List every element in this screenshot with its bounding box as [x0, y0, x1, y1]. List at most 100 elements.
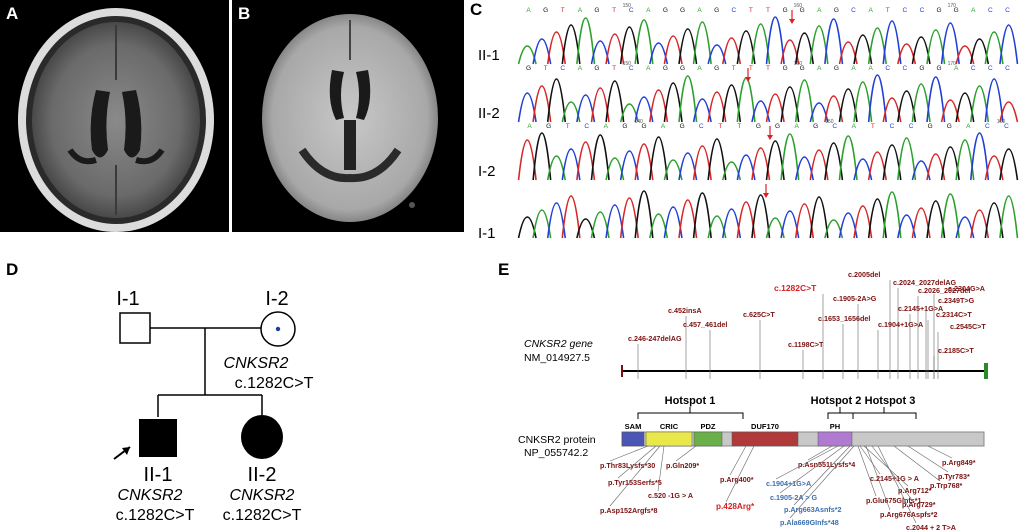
base-call: C: [902, 65, 907, 72]
trace-peak: [605, 80, 625, 123]
base-call: G: [680, 123, 685, 130]
base-call: G: [680, 7, 685, 14]
gene-variant-label: c.457_461del: [683, 320, 727, 329]
base-call: G: [928, 123, 933, 130]
trace-peak: [707, 138, 727, 181]
base-call: G: [783, 7, 788, 14]
position-tick: 150: [825, 119, 834, 125]
base-call: G: [800, 65, 805, 72]
protein-domain-label: CRIC: [660, 422, 679, 431]
mutation-arrow-icon: [763, 193, 769, 198]
pedigree-gene-ii2: CNKSR2: [230, 487, 295, 504]
gene-variant-label: c.1905-2A>G: [833, 294, 877, 303]
base-call: C: [1004, 123, 1009, 130]
protein-variant-leader: [729, 445, 747, 476]
protein-domain: [817, 431, 853, 447]
base-call: G: [775, 123, 780, 130]
base-call: G: [937, 7, 942, 14]
base-call: A: [851, 65, 856, 72]
base-call: T: [566, 123, 570, 130]
trace-peak: [984, 78, 1004, 123]
pedigree-variant-ii1: c.1282C>T: [116, 507, 195, 524]
gene-variant-label: c.2349T>G: [938, 296, 975, 305]
gene-variant-label: c.2145+1G>A: [898, 304, 943, 313]
protein-track-accession: NP_055742.2: [524, 447, 588, 459]
base-call: C: [629, 7, 634, 14]
trace-peak: [634, 190, 654, 239]
base-call: A: [852, 123, 857, 130]
base-call: C: [699, 123, 704, 130]
chromatogram-row: I-1: [478, 184, 1019, 242]
position-tick: 160: [794, 61, 803, 67]
protein-domain-label: PH: [830, 422, 840, 431]
trace-peak: [765, 16, 785, 65]
protein-variant-label: p.Arg729*: [902, 500, 936, 509]
mri-image-a: [0, 0, 229, 232]
protein-variant-leader: [789, 445, 855, 519]
position-tick: 150: [623, 3, 632, 9]
base-call: G: [543, 7, 548, 14]
base-call: C: [832, 123, 837, 130]
hotspot-3-label: Hotspot 3: [865, 395, 916, 407]
base-call: C: [731, 7, 736, 14]
gene-variant-label: c.625C>T: [743, 310, 775, 319]
trace-peak: [576, 17, 596, 65]
pedigree-label-ii1: II-1: [144, 464, 173, 486]
protein-variant-label: c.2044 + 2 T>A: [906, 523, 956, 532]
pedigree-gene-ii1: CNKSR2: [118, 487, 183, 504]
pedigree-label-i2: I-2: [265, 288, 288, 310]
base-call: C: [890, 123, 895, 130]
gene-variant-label: c.452insA: [668, 306, 702, 315]
trace-peak: [794, 79, 815, 123]
protein-variant-leader: [609, 445, 649, 462]
trace-peak: [969, 132, 990, 181]
protein-variant-label: c.1904+1G>A: [766, 479, 811, 488]
gene-variant-label: c.2314C>T: [936, 310, 972, 319]
chromatogram-sample-label: II-1: [478, 47, 500, 64]
trace-peak: [634, 19, 654, 65]
variant-track-diagram: CNKSR2 gene NM_014927.5 c.246-247delAGc.…: [518, 270, 988, 532]
base-call: G: [834, 65, 839, 72]
base-call: G: [663, 65, 668, 72]
base-call: G: [663, 7, 668, 14]
pedigree-label-ii2: II-2: [248, 464, 277, 486]
gene-variant-label: c.2185C>T: [938, 346, 974, 355]
pedigree-variant-ii2: c.1282C>T: [223, 507, 302, 524]
base-call: A: [646, 7, 651, 14]
base-call: G: [622, 123, 627, 130]
hotspot-2-label: Hotspot 2: [811, 395, 862, 407]
base-call: T: [612, 65, 616, 72]
base-call: T: [737, 123, 741, 130]
panel-label-d: D: [6, 260, 19, 279]
chromatogram-sample-label: I-2: [478, 163, 496, 180]
trace-peak: [999, 148, 1019, 181]
protein-variant-label: p.Trp768*: [930, 481, 963, 490]
gene-variant-label: c.1198C>T: [788, 340, 824, 349]
protein-domain: [731, 431, 799, 447]
base-call: A: [661, 123, 666, 130]
base-call: T: [612, 7, 616, 14]
base-call: A: [971, 7, 976, 14]
trace-peak: [867, 74, 887, 123]
gene-variant-label: c.2304G>A: [948, 284, 985, 293]
base-call: T: [766, 7, 770, 14]
trace-peak: [897, 137, 917, 181]
base-call: A: [646, 65, 651, 72]
base-call: A: [817, 65, 822, 72]
base-call: G: [800, 7, 805, 14]
protein-variant-leader: [859, 445, 881, 475]
protein-variant-leader: [877, 445, 917, 524]
protein-variant-leader: [907, 445, 949, 473]
trace-peak: [780, 133, 800, 181]
protein-variant-label: p.Tyr153Serfs*5: [608, 478, 662, 487]
base-call: T: [766, 65, 770, 72]
trace-peak: [940, 193, 960, 239]
base-call: A: [794, 123, 799, 130]
trace-peak: [882, 191, 902, 239]
base-call: A: [868, 65, 873, 72]
pedigree-affected-female-ii2: [241, 415, 283, 459]
gene-variant-label: c.1282C>T: [774, 283, 817, 293]
base-call: A: [697, 7, 702, 14]
trace-peak: [590, 134, 610, 181]
base-call: A: [954, 65, 959, 72]
